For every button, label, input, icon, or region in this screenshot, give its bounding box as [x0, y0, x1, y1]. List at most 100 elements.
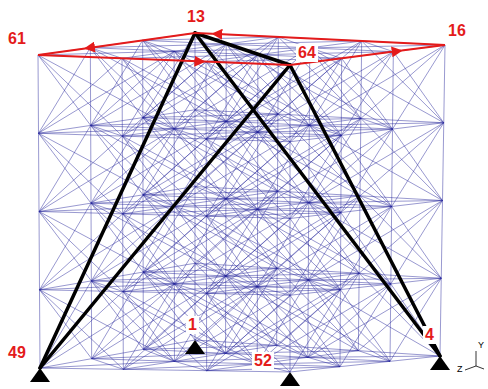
lattice-bar	[92, 359, 124, 370]
lattice-bar	[308, 203, 310, 280]
lattice-bar	[257, 287, 390, 362]
node-number: 64	[296, 44, 318, 62]
lattice-bar	[39, 206, 174, 211]
lattice-bar	[38, 55, 174, 129]
load-arrow	[213, 34, 446, 45]
node-number: 16	[446, 22, 468, 40]
lattice-bar	[122, 136, 123, 214]
lattice-bar	[340, 290, 390, 362]
lattice-bar	[38, 55, 91, 125]
lattice-bar	[309, 203, 392, 207]
lattice-bar	[91, 203, 92, 281]
lattice-bar	[40, 368, 123, 369]
lattice-bar	[91, 121, 226, 125]
lattice-bar	[390, 207, 392, 284]
lattice-bar	[174, 206, 257, 286]
lattice-bar	[92, 353, 226, 358]
lattice-bar	[174, 284, 225, 354]
lattice-bar	[258, 125, 310, 209]
load-arrows	[38, 33, 445, 65]
lattice-bar	[258, 55, 393, 129]
lattice-bar	[38, 55, 40, 133]
axis-line	[476, 351, 477, 366]
lattice-bar	[309, 123, 443, 126]
node-number: 52	[252, 352, 274, 370]
lattice-bar	[278, 114, 309, 125]
lattice-bar	[361, 118, 443, 200]
lattice-bar	[91, 203, 123, 214]
lattice-bar	[307, 280, 309, 357]
lattice-bar	[393, 123, 444, 129]
lattice-bar	[308, 357, 390, 361]
lattice-bar	[342, 58, 393, 129]
lattice-bar	[207, 293, 258, 364]
lattice-bar	[143, 272, 174, 284]
lattice-bar	[290, 135, 341, 141]
lattice-bar	[122, 136, 206, 139]
lattice-bar	[340, 284, 390, 290]
axis-line	[465, 366, 476, 370]
lattice-bar	[392, 207, 442, 279]
lattice-bar	[39, 48, 91, 134]
lattice-bar	[39, 290, 41, 368]
lattice-bar	[290, 367, 340, 372]
lattice-bar	[206, 216, 290, 295]
lattice-bar	[143, 272, 276, 345]
lattice-bar	[143, 40, 174, 51]
load-arrow	[204, 62, 290, 65]
lattice-bar	[122, 136, 206, 216]
lattice-bar	[444, 45, 445, 123]
lattice-bar	[308, 125, 310, 202]
lattice-bar	[174, 129, 206, 139]
lattice-bar	[258, 209, 309, 280]
lattice-bar	[40, 290, 124, 370]
lattice-bar	[38, 55, 122, 136]
lattice-bar	[361, 118, 444, 122]
lattice-bar	[174, 357, 307, 361]
lattice-bar	[341, 129, 392, 135]
lattice-bar	[206, 216, 290, 218]
lattice-bar	[207, 287, 258, 371]
lattice-bar	[257, 132, 258, 209]
lattice-bar	[359, 273, 440, 356]
lattice-bar	[207, 209, 258, 293]
lattice-bar	[123, 292, 207, 371]
truss-member	[195, 33, 440, 356]
pin-support	[30, 368, 50, 382]
lattice-bar	[123, 292, 207, 294]
lattice-bar	[290, 65, 341, 135]
lattice-bar	[90, 48, 91, 126]
truss-members	[40, 33, 440, 368]
lattice-bar	[123, 206, 174, 291]
lattice-bar	[206, 55, 258, 139]
lattice-bar	[393, 129, 443, 200]
lattice-bar	[206, 216, 207, 293]
lattice-bar	[39, 133, 92, 203]
truss-member	[290, 65, 440, 356]
lattice-bar	[143, 118, 174, 129]
lattice-bar	[226, 199, 258, 210]
lattice-bar	[290, 290, 340, 372]
lattice-bar	[309, 45, 445, 125]
lattice-bar	[392, 52, 394, 129]
lattice-bar	[393, 45, 446, 129]
lattice-bar	[341, 135, 391, 206]
lattice-bar	[39, 212, 41, 290]
lattice-bar	[257, 55, 258, 132]
node-number: 61	[6, 30, 28, 48]
lattice-bar	[277, 268, 359, 273]
lattice-bar	[40, 290, 124, 292]
lattice-bar	[39, 133, 123, 136]
lattice-bar	[360, 196, 443, 201]
lattice-bar	[290, 295, 291, 372]
lattice-bar	[440, 278, 441, 356]
lattice-bar	[308, 280, 391, 284]
lattice-bar	[123, 209, 258, 213]
node-number: 13	[185, 8, 207, 26]
lattice-bar	[39, 125, 91, 211]
lattice-bar	[226, 276, 258, 287]
pin-support	[430, 356, 450, 370]
lattice-bar	[392, 201, 443, 207]
